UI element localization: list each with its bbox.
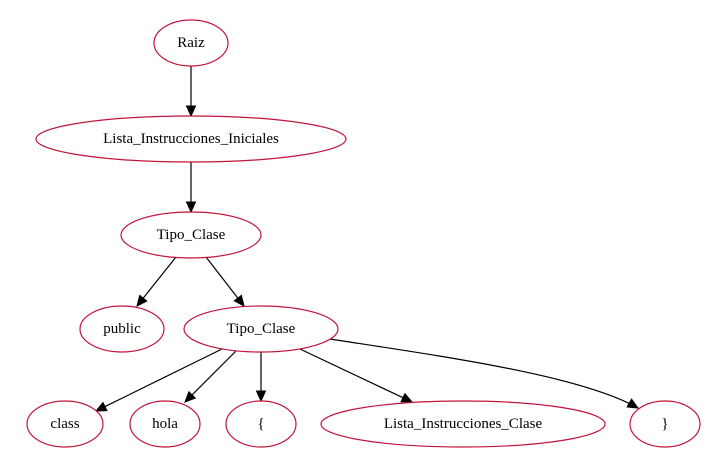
edge-tipo-clase-1-to-tipo-clase-2 bbox=[205, 256, 239, 299]
node-class: class bbox=[26, 400, 104, 448]
node-raiz: Raiz bbox=[153, 19, 229, 67]
edge-tipo-clase-2-to-class-arrowhead bbox=[94, 401, 108, 412]
node-lista-instrucciones-clase: Lista_Instrucciones_Clase bbox=[320, 400, 606, 448]
edge-tipo-clase-1-to-public-arrowhead bbox=[136, 294, 148, 307]
node-raiz-label: Raiz bbox=[177, 35, 205, 51]
node-tipo-clase-1-label: Tipo_Clase bbox=[157, 227, 226, 243]
node-tipo-clase-1: Tipo_Clase bbox=[120, 211, 262, 259]
edge-tipo-clase-1-to-tipo-clase-2-arrowhead bbox=[233, 294, 245, 307]
nodes-layer: Raiz Lista_Instrucciones_Iniciales Tipo_… bbox=[26, 19, 701, 448]
edge-tipo-clase-2-to-hola-arrowhead bbox=[184, 390, 197, 403]
edge-tipo-clase-2-to-close-brace bbox=[329, 338, 639, 409]
edge-tipo-clase-2-to-lista-instrucciones-clase-arrowhead bbox=[400, 392, 414, 403]
node-public-label: public bbox=[103, 321, 141, 337]
edge-tipo-clase-2-to-open-brace-arrowhead bbox=[255, 390, 267, 403]
node-hola: hola bbox=[129, 400, 201, 448]
node-tipo-clase-2-label: Tipo_Clase bbox=[227, 321, 296, 337]
edge-raiz-to-lista-instrucciones-iniciales-arrowhead bbox=[185, 105, 197, 118]
node-hola-label: hola bbox=[152, 416, 178, 432]
node-open-brace: { bbox=[225, 400, 297, 448]
edge-tipo-clase-1-to-public bbox=[142, 256, 177, 299]
edge-tipo-clase-2-to-class bbox=[104, 348, 223, 408]
edge-tipo-clase-2-to-close-brace-arrowhead bbox=[626, 398, 640, 409]
edge-tipo-clase-2-to-lista-instrucciones-clase bbox=[299, 348, 404, 399]
node-public: public bbox=[79, 305, 165, 353]
edge-lista-instrucciones-iniciales-to-tipo-clase-1-arrowhead bbox=[185, 201, 197, 214]
node-open-brace-label: { bbox=[257, 416, 264, 432]
edges-layer bbox=[94, 66, 640, 412]
node-lista-instrucciones-iniciales-label: Lista_Instrucciones_Iniciales bbox=[103, 131, 279, 147]
node-close-brace-label: } bbox=[661, 416, 668, 432]
node-tipo-clase-2: Tipo_Clase bbox=[183, 305, 339, 353]
node-lista-instrucciones-iniciales: Lista_Instrucciones_Iniciales bbox=[35, 115, 347, 163]
node-class-label: class bbox=[50, 416, 79, 432]
node-close-brace: } bbox=[629, 400, 701, 448]
node-lista-instrucciones-clase-label: Lista_Instrucciones_Clase bbox=[384, 416, 543, 432]
edge-tipo-clase-2-to-hola bbox=[191, 350, 237, 396]
